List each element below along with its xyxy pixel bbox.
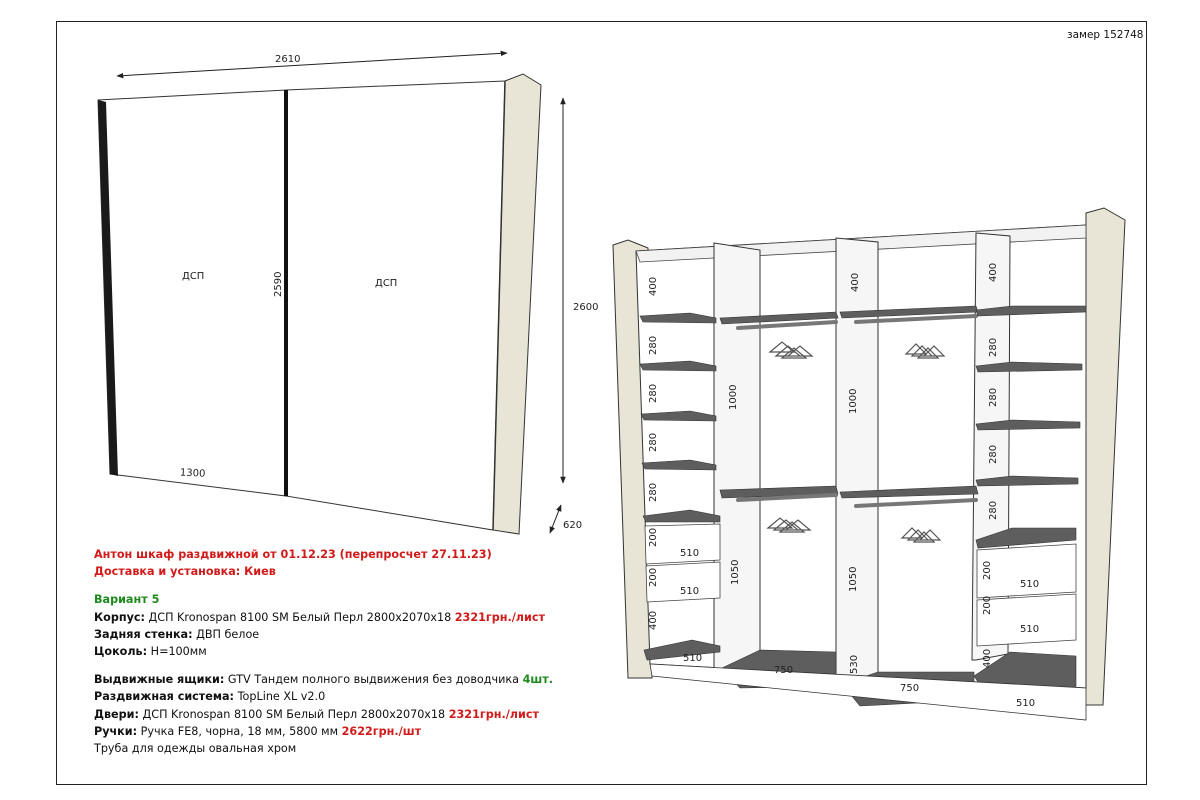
spec-sliding-system: Раздвижная система: TopLine XL v2.0 [94,690,326,704]
door-right-material: ДСП [375,278,397,289]
svg-text:280: 280 [648,384,659,403]
svg-text:400: 400 [648,611,659,630]
partition-2 [835,237,879,687]
svg-text:1000: 1000 [848,389,859,414]
svg-text:510: 510 [680,548,699,559]
plinth [649,663,1087,721]
svg-text:400: 400 [982,649,993,668]
dim-total-height: 2600 [573,302,598,313]
measure-number: замер 152748 [1067,29,1144,41]
svg-text:200: 200 [982,561,993,580]
svg-text:400: 400 [648,277,659,296]
right-door [285,80,506,531]
spec-handles: Ручки: Ручка FE8, чорна, 18 мм, 5800 мм … [94,724,422,738]
svg-text:750: 750 [900,683,919,694]
spec-clothes-rail: Труба для одежды овальная хром [94,742,297,756]
dim-door-width: 1300 [180,467,206,479]
svg-text:750: 750 [774,665,793,676]
spec-body: Корпус: ДСП Kronospan 8100 SM Белый Перл… [94,610,545,624]
order-title: Антон шкаф раздвижной от 01.12.23 (переп… [94,548,492,561]
dim-depth: 620 [563,520,582,531]
svg-text:280: 280 [988,445,999,464]
svg-text:510: 510 [680,586,699,597]
svg-text:1000: 1000 [728,385,739,410]
interior-view: 400 280 280 280 280 200 200 400 510 510 … [612,207,1126,721]
svg-text:400: 400 [850,273,861,292]
svg-text:280: 280 [648,336,659,355]
variant-label: Вариант 5 [94,593,160,607]
svg-text:510: 510 [1016,698,1035,709]
svg-text:280: 280 [988,501,999,520]
interior-dimensions: 400 280 280 280 280 200 200 400 510 510 … [648,263,1039,709]
col1-shelves [639,312,721,661]
col2-rail-top [736,320,838,330]
left-door [97,89,287,497]
svg-text:510: 510 [1020,579,1039,590]
door-left-material: ДСП [182,271,204,282]
svg-text:530: 530 [849,655,860,674]
spec-doors: Двери: ДСП Kronospan 8100 SM Белый Перл … [94,707,539,721]
col1-drawers [644,523,721,603]
spec-back-wall: Задняя стенка: ДВП белое [94,627,260,641]
delivery-line: Доставка и установка: Киев [94,565,276,579]
svg-text:1050: 1050 [848,567,859,592]
spec-drawers: Выдвижные ящики: GTV Тандем полного выдв… [94,673,553,687]
spec-plinth: Цоколь: Н=100мм [94,645,207,659]
hangers-icon [766,341,946,543]
svg-text:280: 280 [648,433,659,452]
svg-text:1050: 1050 [730,560,741,585]
svg-text:200: 200 [648,568,659,587]
svg-text:510: 510 [1020,624,1039,635]
svg-text:280: 280 [988,388,999,407]
svg-text:280: 280 [988,338,999,357]
col4-drawers [976,543,1077,647]
front-view: 2610 2600 2590 1300 620 ДСП ДСП [97,50,598,535]
svg-text:280: 280 [648,483,659,502]
col2-rail-bottom [736,493,838,502]
svg-text:510: 510 [683,653,702,664]
col3-rail-bottom [854,498,978,508]
svg-text:200: 200 [982,596,993,615]
right-side-panel-interior [1084,207,1126,706]
left-edge [98,100,118,476]
dim-door-height: 2590 [273,272,284,297]
specification-block: Антон шкаф раздвижной от 01.12.23 (переп… [94,546,654,757]
svg-text:200: 200 [648,528,659,547]
partition-1 [713,242,761,671]
svg-text:400: 400 [988,263,999,282]
dim-total-width: 2610 [275,54,300,65]
col3-rail-top [854,314,978,324]
